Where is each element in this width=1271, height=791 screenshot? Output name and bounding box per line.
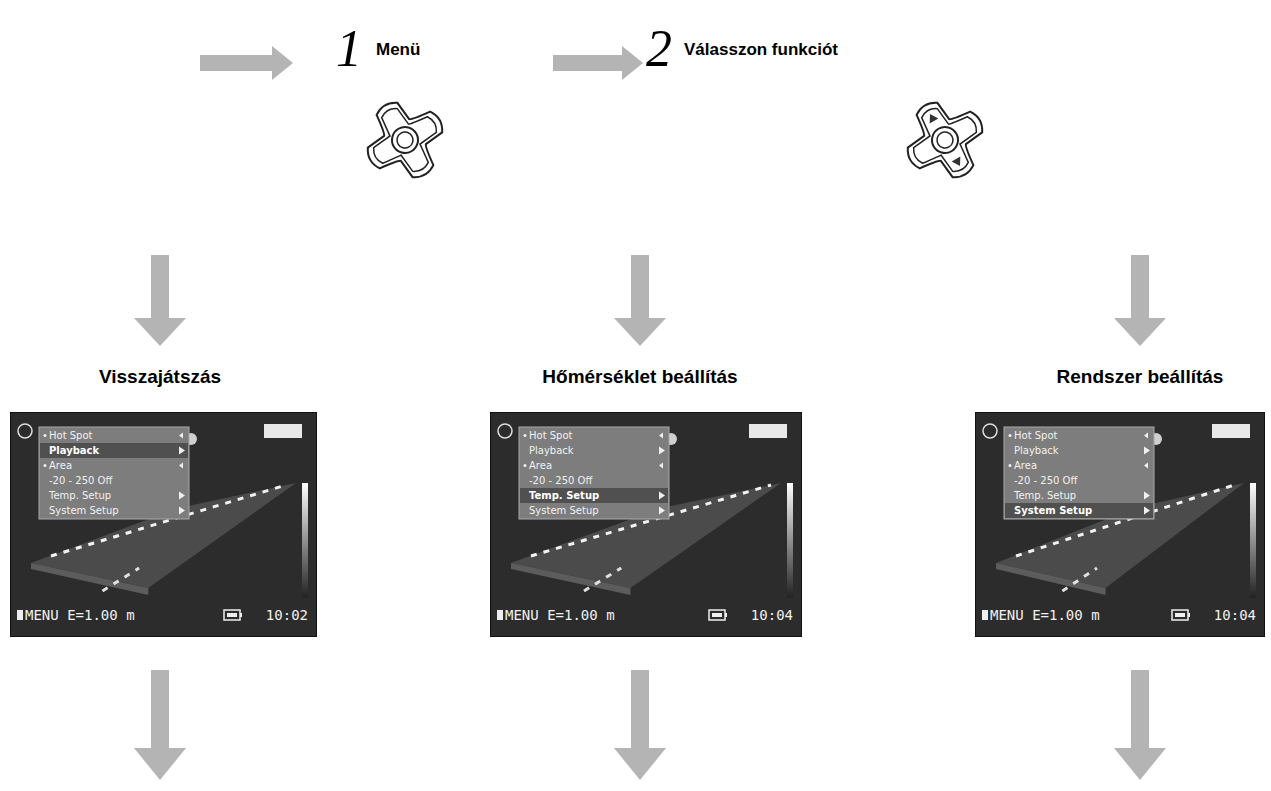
menu-item: Temp. Setup bbox=[529, 489, 599, 503]
menu-item: Area bbox=[529, 459, 552, 473]
menu-item: Temp. Setup bbox=[49, 489, 111, 503]
status-text: MENU E=1.00 m bbox=[25, 607, 135, 623]
joystick-icon bbox=[350, 85, 459, 194]
down-arrow bbox=[614, 255, 666, 346]
menu-item: Hot Spot bbox=[1014, 429, 1057, 443]
menu-item: -20 - 250 Off bbox=[529, 474, 592, 488]
menu-item: System Setup bbox=[529, 504, 599, 518]
menu-item: -20 - 250 Off bbox=[1014, 474, 1077, 488]
camera-screen: Hot SpotPlaybackArea-20 - 250 OffTemp. S… bbox=[975, 412, 1265, 637]
menu-item: -20 - 250 Off bbox=[49, 474, 112, 488]
down-arrow bbox=[134, 670, 186, 780]
clock-time: 10:04 bbox=[751, 607, 793, 623]
step-label: Hőmérséklet beállítás bbox=[542, 367, 737, 388]
down-arrow bbox=[614, 670, 666, 780]
step-label: Válasszon funkciót bbox=[684, 41, 838, 60]
menu-item: System Setup bbox=[49, 504, 119, 518]
menu-item: Playback bbox=[49, 444, 99, 458]
step-label: Rendszer beállítás bbox=[1057, 367, 1224, 388]
down-arrow bbox=[134, 255, 186, 346]
clock-time: 10:02 bbox=[266, 607, 308, 623]
menu-item: Area bbox=[1014, 459, 1037, 473]
step-label: Menü bbox=[376, 41, 420, 60]
menu-item: System Setup bbox=[1014, 504, 1092, 518]
right-arrow bbox=[200, 46, 293, 80]
menu-item: Hot Spot bbox=[49, 429, 92, 443]
step-label: Visszajátszás bbox=[99, 367, 221, 388]
right-arrow bbox=[553, 46, 643, 80]
down-arrow bbox=[1114, 670, 1166, 780]
menu-item: Hot Spot bbox=[529, 429, 572, 443]
menu-item: Playback bbox=[1014, 444, 1059, 458]
step-number: 1 bbox=[336, 20, 362, 77]
camera-screen: Hot SpotPlaybackArea-20 - 250 OffTemp. S… bbox=[490, 412, 802, 637]
camera-screen: Hot SpotPlaybackArea-20 - 250 OffTemp. S… bbox=[10, 412, 317, 637]
clock-time: 10:04 bbox=[1214, 607, 1256, 623]
status-text: MENU E=1.00 m bbox=[990, 607, 1100, 623]
status-text: MENU E=1.00 m bbox=[505, 607, 615, 623]
menu-item: Area bbox=[49, 459, 72, 473]
joystick-icon bbox=[890, 85, 999, 194]
menu-item: Playback bbox=[529, 444, 574, 458]
step-number: 2 bbox=[646, 20, 672, 77]
down-arrow bbox=[1114, 255, 1166, 346]
menu-item: Temp. Setup bbox=[1014, 489, 1076, 503]
